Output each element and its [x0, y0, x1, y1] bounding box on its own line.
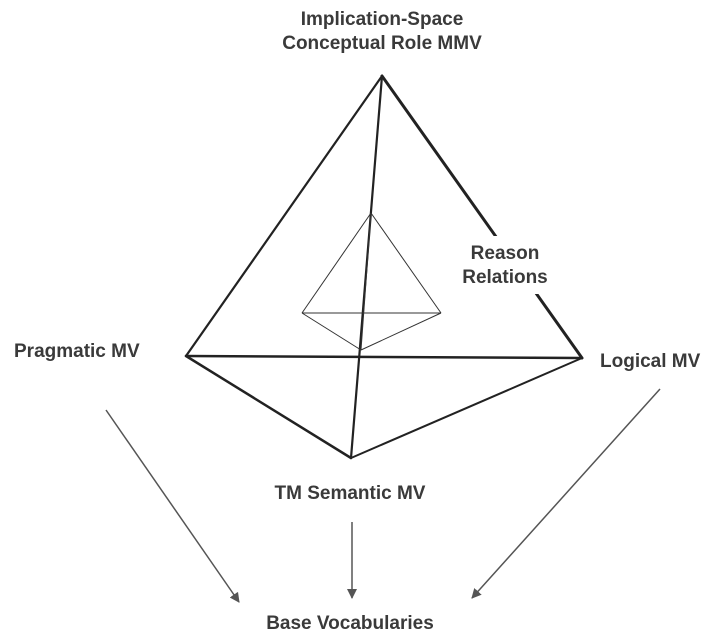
base-vocabularies-label: Base Vocabularies — [266, 613, 434, 634]
arrows — [105, 388, 661, 603]
implication-space-line1: Implication-Space — [300, 9, 464, 30]
implication-space-line2: Conceptual Role MMV — [282, 33, 482, 54]
reason-relations-line1: Reason — [470, 243, 540, 264]
inner-edge-apex-bottom — [360, 212, 372, 351]
tm-semantic-mv-label: TM Semantic MV — [274, 483, 426, 504]
outer-edge-left-bottom — [184, 354, 353, 460]
outer-edge-apex-right — [380, 74, 584, 360]
outer-edge-apex-bottom — [349, 74, 384, 460]
logical-mv-label: Logical MV — [600, 351, 701, 372]
inner-edge-left-bottom — [301, 312, 362, 351]
implication-space-label: Implication-Space Conceptual Role MMV — [232, 8, 532, 56]
outer-edge-apex-left — [184, 74, 384, 358]
inner-tetrahedron — [301, 212, 442, 351]
arrow-logical-to-base — [471, 388, 661, 599]
reason-relations-label: Reason Relations — [438, 242, 572, 290]
outer-edge-left-right — [184, 354, 584, 360]
reason-relations-line2: Relations — [462, 267, 548, 288]
inner-edge-apex-right — [370, 212, 442, 314]
arrow-pragmatic-to-base — [105, 409, 240, 603]
outer-edge-right-bottom — [350, 357, 583, 459]
outer-tetrahedron — [184, 74, 584, 460]
inner-edge-right-bottom — [360, 312, 442, 351]
reason-label-gap — [442, 236, 570, 294]
pragmatic-mv-label: Pragmatic MV — [14, 341, 140, 362]
inner-edge-apex-left — [301, 212, 372, 314]
